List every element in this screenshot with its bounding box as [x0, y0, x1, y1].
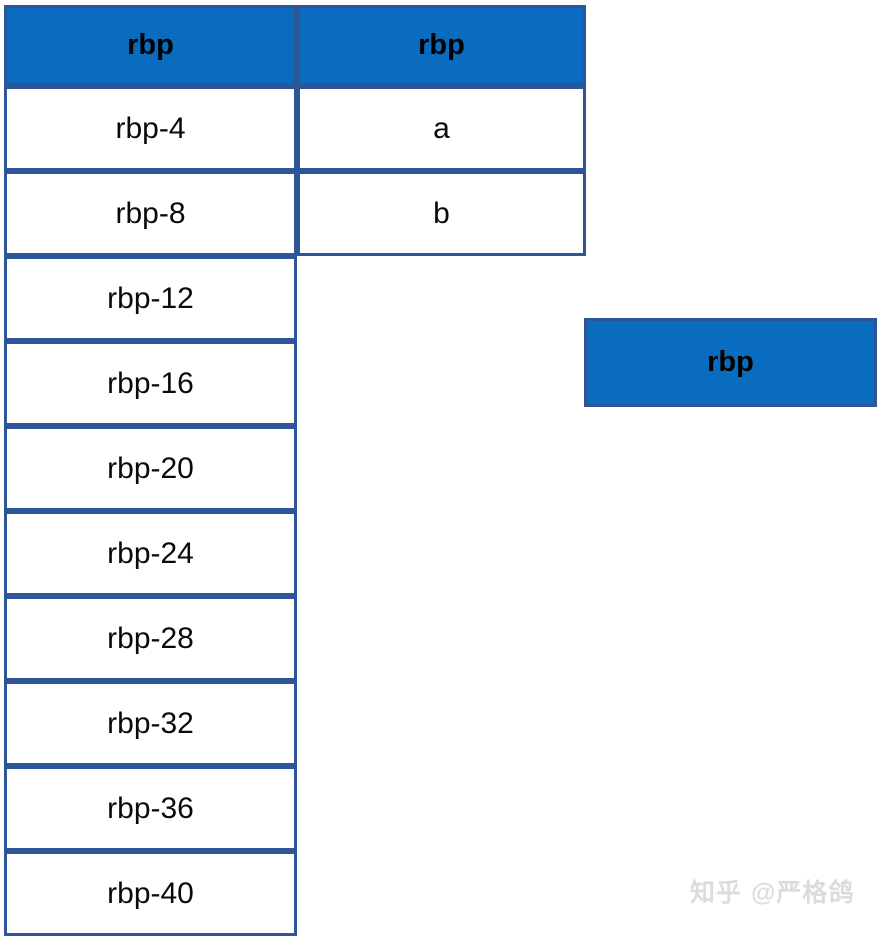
cell-left: rbp-20 [4, 426, 297, 511]
cell-left: rbp-12 [4, 256, 297, 341]
watermark-handle: @严格鸽 [751, 879, 855, 907]
table-row[interactable]: rbp-16 [4, 341, 586, 426]
table-row[interactable]: rbp-32 [4, 681, 586, 766]
cell-right-empty [297, 341, 586, 426]
cell-right: b [297, 171, 586, 256]
cell-right-empty [297, 426, 586, 511]
cell-right-empty [297, 851, 586, 936]
table-row[interactable]: rbp-36 [4, 766, 586, 851]
cell-left: rbp-8 [4, 171, 297, 256]
cell-left: rbp-32 [4, 681, 297, 766]
rbp-table-wrapper: rbp rbp rbp-4 a rbp-8 b rbp-12 rbp-16 [4, 5, 586, 936]
table-row[interactable]: rbp-8 b [4, 171, 586, 256]
table-row[interactable]: rbp-20 [4, 426, 586, 511]
rbp-table-body: rbp rbp rbp-4 a rbp-8 b rbp-12 rbp-16 [4, 5, 586, 936]
standalone-rbp-box[interactable]: rbp [584, 318, 877, 407]
cell-right-empty [297, 596, 586, 681]
cell-right-empty [297, 766, 586, 851]
cell-left: rbp-24 [4, 511, 297, 596]
cell-left: rbp-28 [4, 596, 297, 681]
cell-left: rbp-4 [4, 86, 297, 171]
cell-right-empty [297, 681, 586, 766]
cell-left: rbp-16 [4, 341, 297, 426]
rbp-table: rbp rbp rbp-4 a rbp-8 b rbp-12 rbp-16 [4, 5, 586, 936]
table-row[interactable]: rbp-4 a [4, 86, 586, 171]
table-header-row: rbp rbp [4, 5, 586, 86]
cell-right-empty [297, 256, 586, 341]
table-row[interactable]: rbp-28 [4, 596, 586, 681]
column-header-left: rbp [4, 5, 297, 86]
cell-left: rbp-36 [4, 766, 297, 851]
column-header-right: rbp [297, 5, 586, 86]
cell-right: a [297, 86, 586, 171]
cell-left: rbp-40 [4, 851, 297, 936]
standalone-rbp-box-label: rbp [707, 346, 754, 378]
cell-right-empty [297, 511, 586, 596]
watermark: 知乎 @严格鸽 [690, 873, 854, 909]
watermark-brand: 知乎 [690, 879, 743, 907]
table-row[interactable]: rbp-40 [4, 851, 586, 936]
table-row[interactable]: rbp-24 [4, 511, 586, 596]
table-row[interactable]: rbp-12 [4, 256, 586, 341]
